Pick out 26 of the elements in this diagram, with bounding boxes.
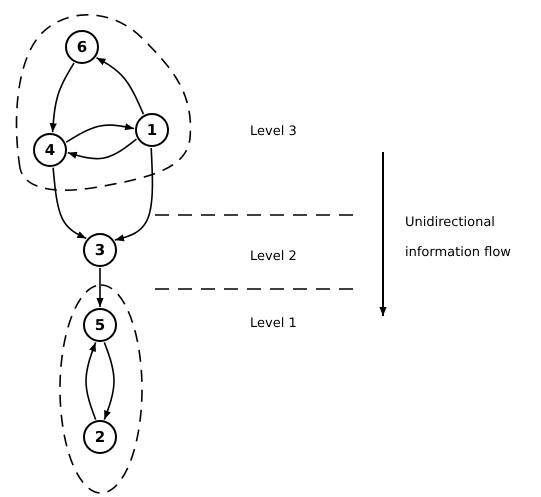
node-number: 2 (94, 428, 106, 446)
level-label: Level 3 (250, 124, 297, 139)
arrow (66, 123, 134, 143)
arrow (96, 57, 144, 114)
arrow (52, 168, 87, 240)
arrow (114, 148, 154, 242)
state-circle (83, 420, 117, 454)
node-number: 6 (76, 38, 88, 56)
arrow (85, 342, 96, 420)
state-circle (65, 30, 99, 64)
state-circle (135, 113, 169, 147)
level-label: Level 2 (250, 249, 297, 264)
flow-note: Unidirectional information flow (405, 214, 512, 262)
arrow (50, 62, 75, 132)
arrow (104, 342, 115, 420)
node-number: 4 (44, 141, 56, 159)
node-number: 1 (146, 121, 158, 139)
state-circle (83, 308, 117, 342)
arrow (68, 138, 137, 160)
arrow (96, 268, 104, 307)
node-number: 5 (94, 316, 106, 334)
level-label: Level 1 (250, 316, 297, 331)
state-circle (33, 133, 67, 167)
state-circle (83, 233, 117, 267)
node-number: 3 (94, 241, 106, 259)
group-outline (58, 283, 144, 495)
